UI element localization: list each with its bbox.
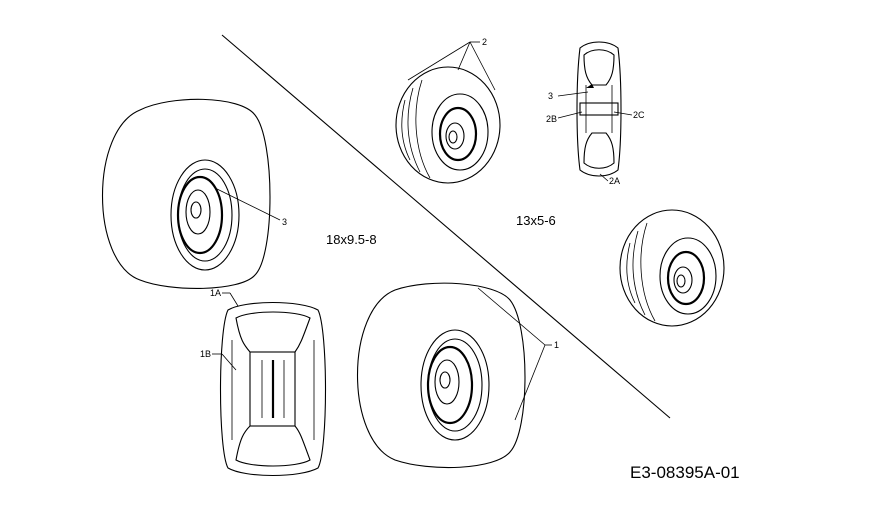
small-wheel-top <box>395 41 501 184</box>
callout-2: 2 <box>482 37 487 47</box>
callout-3-small: 3 <box>548 91 553 101</box>
small-wheel-right <box>619 209 725 327</box>
large-wheel-cross-section <box>219 301 327 477</box>
callout-2A: 2A <box>609 176 620 186</box>
callout-2C: 2C <box>633 110 645 120</box>
callout-1: 1 <box>554 340 559 350</box>
large-wheel-bottom <box>356 282 552 469</box>
small-wheel-cross-section <box>576 41 622 177</box>
small-wheel-size-label: 13x5-6 <box>516 213 556 228</box>
large-wheel-size-label: 18x9.5-8 <box>326 232 377 247</box>
callout-1A: 1A <box>210 288 221 298</box>
large-wheel-left <box>101 98 281 289</box>
callout-1B: 1B <box>200 349 211 359</box>
divider-line <box>221 34 671 419</box>
drawing-code: E3-08395A-01 <box>630 463 740 482</box>
callout-2B: 2B <box>546 114 557 124</box>
callout-3-large: 3 <box>282 217 287 227</box>
